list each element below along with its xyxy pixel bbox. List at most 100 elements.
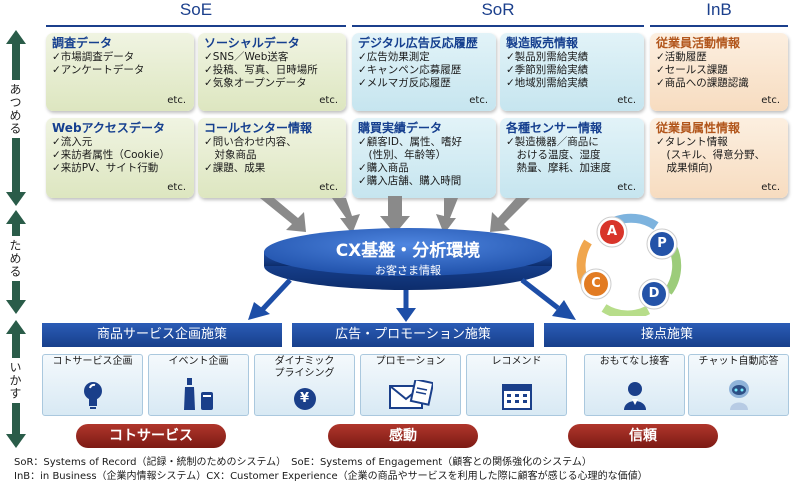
card-title: 購買実績データ — [358, 121, 443, 135]
card-item: ✓セールス課題 — [656, 64, 728, 76]
pdca-a-label: A — [606, 224, 618, 239]
card-item: ✓広告効果測定 — [358, 51, 430, 63]
card-item: (スキル、得意分野、 — [656, 149, 766, 161]
card-survey-data: 調査データ ✓市場調査データ ✓アンケートデータ etc. — [46, 33, 194, 111]
footnote-line-2: InB：in Business（企業内情報システム）CX：Customer Ex… — [14, 471, 648, 482]
calendar-icon — [467, 380, 566, 410]
card-item: ✓商品への課題認識 — [656, 77, 749, 89]
sor-title: SoR — [481, 0, 515, 19]
tile-label: プロモーション — [375, 356, 446, 367]
category-product-service: 商品サービス企画施策 — [42, 323, 282, 347]
card-item: ✓市場調査データ — [52, 51, 135, 63]
tile-koto-service-planning: コトサービス企画 — [42, 354, 143, 416]
card-title: デジタル広告反応履歴 — [358, 36, 478, 50]
card-item: ✓キャンペン応募履歴 — [358, 64, 462, 76]
card-item: 熱量、摩耗、加速度 — [506, 162, 611, 174]
card-item: ✓製品別需給実績 — [506, 51, 589, 63]
card-title: ソーシャルデータ — [204, 36, 300, 50]
platform-subtitle: お客さま情報 — [375, 264, 441, 277]
card-etc: etc. — [469, 95, 488, 106]
card-title: 各種センサー情報 — [506, 121, 603, 135]
card-call-center: コールセンター情報 ✓問い合わせ内容、 対象商品 ✓課題、成果 etc. — [198, 118, 346, 198]
card-item: ✓投稿、写真、日時場所 — [204, 64, 318, 76]
tile-label: おもてなし接客 — [599, 356, 670, 367]
tile-recommend: レコメンド — [466, 354, 567, 416]
footnote-line-1: SoR：Systems of Record（記録・統制のためのシステム） SoE… — [14, 457, 592, 468]
tile-hospitality: おもてなし接客 — [584, 354, 685, 416]
card-title: 従業員活動情報 — [656, 36, 741, 50]
tile-label: レコメンド — [491, 356, 542, 367]
card-web-access: Webアクセスデータ ✓流入元 ✓来訪者属性（Cookie） ✓来訪PV、サイト… — [46, 118, 194, 198]
card-item: ✓顧客ID、属性、嗜好 — [358, 136, 462, 148]
card-manufacturing-sales: 製造販売情報 ✓製品別需給実績 ✓季節別需給実績 ✓地域別需給実績 etc. — [500, 33, 644, 111]
inb-line — [650, 25, 788, 27]
card-title: 調査データ — [52, 36, 113, 50]
store-label: ためる — [7, 236, 24, 281]
card-item: ✓SNS／Web送客 — [204, 51, 289, 63]
card-item: ✓季節別需給実績 — [506, 64, 589, 76]
card-item: おける温度、湿度 — [506, 149, 601, 161]
card-title: 製造販売情報 — [506, 36, 579, 50]
outcome-trust: 信頼 — [568, 424, 718, 448]
card-item: ✓地域別需給実績 — [506, 77, 589, 89]
card-item: (性別、年齢等） — [358, 149, 447, 161]
card-item: 対象商品 — [204, 149, 257, 161]
card-item: ✓来訪PV、サイト行動 — [52, 162, 159, 174]
use-label: いかす — [7, 358, 24, 403]
mail-icon — [361, 380, 460, 410]
robot-icon — [689, 380, 788, 410]
collect-label: あつめる — [7, 80, 24, 138]
sor-line — [352, 25, 644, 27]
card-item: ✓メルマガ反応履歴 — [358, 77, 451, 89]
converge-arrows-icon — [260, 196, 530, 234]
lightbulb-icon — [43, 380, 142, 410]
platform-title: CX基盤・分析環境 — [335, 241, 481, 261]
tile-dynamic-pricing: ダイナミック プライシング ¥ — [254, 354, 355, 416]
outcome-impression: 感動 — [328, 424, 478, 448]
card-title: Webアクセスデータ — [52, 121, 165, 135]
card-item: ✓購入商品 — [358, 162, 409, 174]
soe-line — [46, 25, 346, 27]
tile-label: ダイナミック プライシング — [274, 356, 335, 379]
inb-title: InB — [706, 0, 732, 19]
card-item: ✓購入店舗、購入時間 — [358, 175, 462, 187]
tile-label: コトサービス企画 — [52, 356, 133, 367]
card-etc: etc. — [167, 95, 186, 106]
pdca-p-label: P — [657, 236, 667, 251]
tile-event-planning: イベント企画 — [148, 354, 249, 416]
card-title: コールセンター情報 — [204, 121, 313, 135]
tile-label: イベント企画 — [168, 356, 229, 367]
card-employee-activity: 従業員活動情報 ✓活動履歴 ✓セールス課題 ✓商品への課題認識 etc. — [650, 33, 788, 111]
tile-chatbot: チャット自動応答 — [688, 354, 789, 416]
pdca-c-label: C — [591, 276, 601, 291]
card-etc: etc. — [617, 95, 636, 106]
card-item: ✓問い合わせ内容、 — [204, 136, 297, 148]
card-employee-attributes: 従業員属性情報 ✓タレント情報 (スキル、得意分野、 成果傾向) etc. — [650, 118, 788, 198]
staff-person-icon — [585, 380, 684, 410]
card-item: ✓製造機器／商品に — [506, 136, 599, 148]
card-item: ✓活動履歴 — [656, 51, 707, 63]
category-ad-promotion: 広告・プロモーション施策 — [292, 323, 534, 347]
yen-coin-icon: ¥ — [255, 380, 354, 410]
card-item: ✓タレント情報 — [656, 136, 728, 148]
card-etc: etc. — [319, 182, 338, 193]
card-etc: etc. — [761, 182, 780, 193]
card-item: ✓課題、成果 — [204, 162, 266, 174]
card-etc: etc. — [319, 95, 338, 106]
card-item: ✓気象オープンデータ — [204, 77, 307, 89]
yen-symbol: ¥ — [293, 388, 316, 410]
soe-title: SoE — [179, 0, 213, 19]
cx-platform-disc-icon — [264, 228, 552, 290]
card-etc: etc. — [617, 182, 636, 193]
pdca-d-label: D — [648, 286, 660, 301]
card-digital-ad-history: デジタル広告反応履歴 ✓広告効果測定 ✓キャンペン応募履歴 ✓メルマガ反応履歴 … — [352, 33, 496, 111]
card-item: ✓流入元 — [52, 136, 93, 148]
pdca-cycle-icon — [576, 213, 682, 316]
card-item: ✓アンケートデータ — [52, 64, 145, 76]
card-item: 成果傾向) — [656, 162, 713, 174]
category-touchpoint: 接点施策 — [544, 323, 790, 347]
card-sensor-info: 各種センサー情報 ✓製造機器／商品に おける温度、湿度 熱量、摩耗、加速度 et… — [500, 118, 644, 198]
card-item: ✓来訪者属性（Cookie） — [52, 149, 170, 161]
tile-promotion: プロモーション — [360, 354, 461, 416]
card-purchase-history: 購買実績データ ✓顧客ID、属性、嗜好 (性別、年齢等） ✓購入商品 ✓購入店舗… — [352, 118, 496, 198]
